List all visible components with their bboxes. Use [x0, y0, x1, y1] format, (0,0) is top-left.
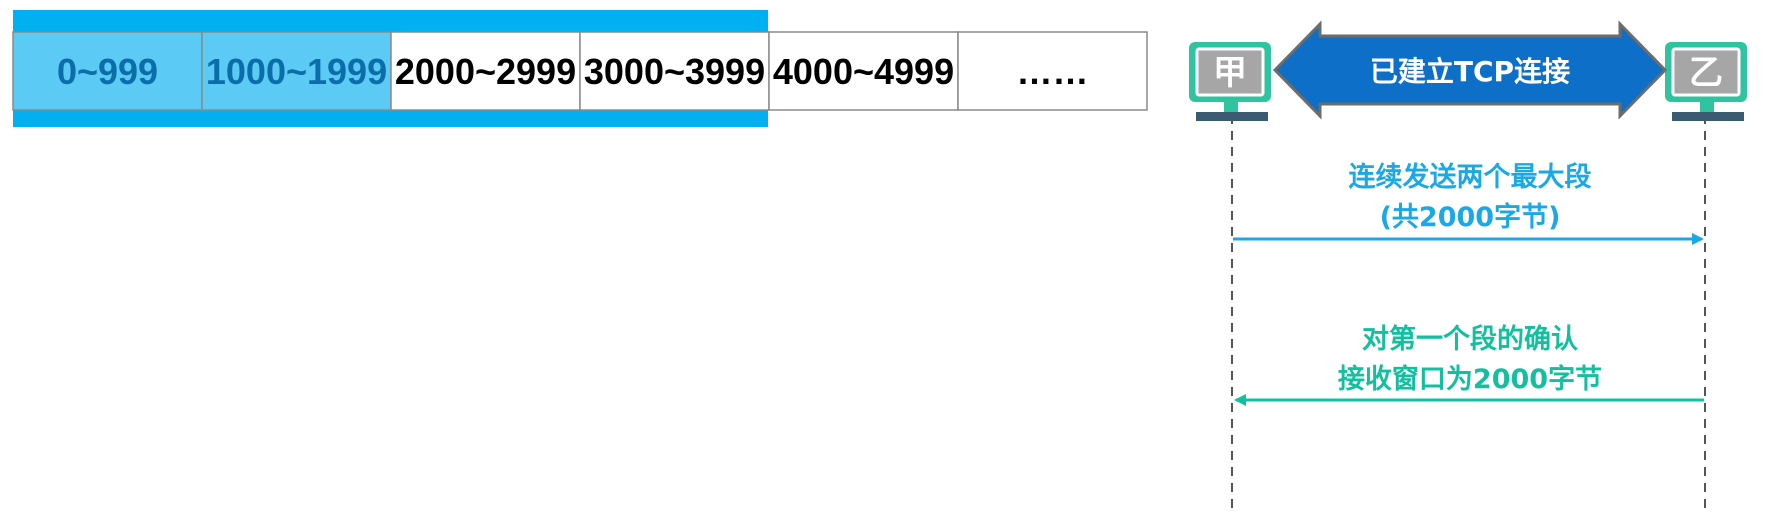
host-yi-label: 乙 [1689, 53, 1723, 93]
buffer-cell [201, 31, 392, 111]
host-jia-label: 甲 [1213, 53, 1247, 93]
buffer-cell-label: 3000~3999 [584, 51, 765, 92]
connection-label: 已建立TCP连接 [1370, 55, 1570, 88]
buffer-cell-label: 0~999 [57, 51, 158, 92]
buffer-cell [768, 31, 959, 111]
double-arrow-icon [1272, 20, 1668, 120]
buffer-cell [579, 31, 770, 111]
message-1-line-2: (共2000字节) [1380, 201, 1561, 233]
message-ack: 对第一个段的确认 接收窗口为2000字节 [1234, 323, 1704, 406]
buffer-cell-label: 4000~4999 [773, 51, 954, 92]
message-send-segments: 连续发送两个最大段 (共2000字节) [1233, 161, 1704, 245]
message-1-line-1: 连续发送两个最大段 [1349, 161, 1592, 193]
message-2-line-1: 对第一个段的确认 [1362, 323, 1578, 355]
host-yi-base-icon [1672, 112, 1744, 121]
message-2-line-2: 接收窗口为2000字节 [1338, 363, 1602, 395]
buffer-cell-label: …… [1017, 51, 1089, 92]
host-jia-base-icon [1196, 112, 1268, 121]
tcp-connection-arrow: 已建立TCP连接 [1272, 20, 1668, 120]
buffer-cell [957, 31, 1148, 111]
buffer-cell-label: 2000~2999 [395, 51, 576, 92]
buffer-cell [390, 31, 581, 111]
host-yi: 乙 [1665, 42, 1747, 121]
buffer-cell [12, 31, 203, 111]
buffer-cell-label: 1000~1999 [206, 51, 387, 92]
host-jia: 甲 [1189, 42, 1271, 121]
